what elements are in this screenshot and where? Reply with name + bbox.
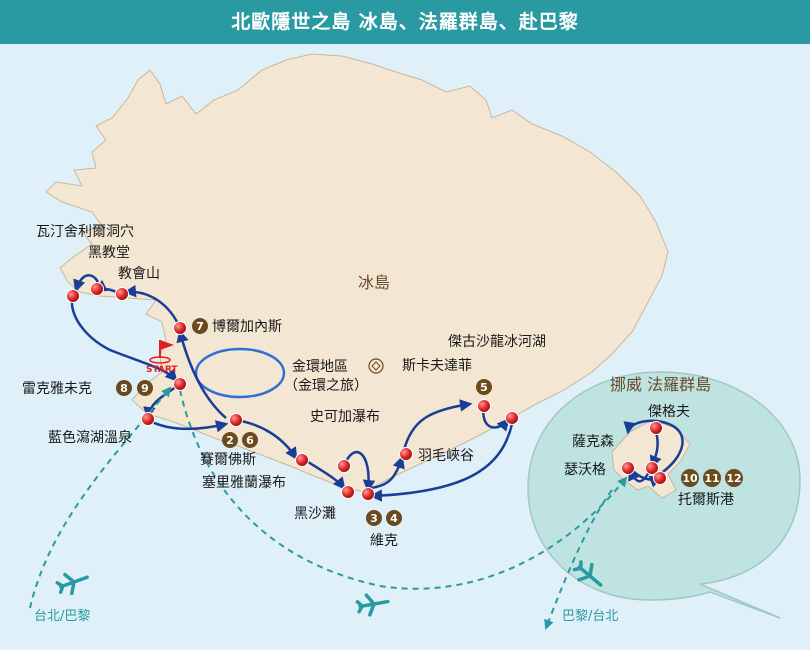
label-jokulsarlon: 傑古沙龍冰河湖 [448,333,546,350]
label-fjadrargljufur: 羽毛峽谷 [418,448,474,464]
day-badge-2 [222,432,238,448]
label-vatnshellir: 瓦汀舍利爾洞穴 [36,224,134,240]
day-badge-7-label: 7 [196,320,204,333]
day-badge-6-label: 6 [246,434,254,447]
golden-circle-icon [368,358,384,374]
marker-torshavn [653,471,667,485]
label-golden-circle-tour: （金環之旅） [284,378,368,394]
label-iceland: 冰島 [358,273,390,292]
label-borgarnes: 博爾加內斯 [212,318,282,335]
day-badge-12 [725,469,743,487]
day-badge-9 [137,380,153,396]
label-saksun: 薩克森 [572,434,614,450]
label-skogafoss: 史可加瀑布 [310,409,380,425]
day-badge-7 [192,318,208,334]
marker-skaftafell [477,399,491,413]
marker-jokulsarlon [505,411,519,425]
flight-paths [29,386,628,630]
day-badge-10 [681,469,699,487]
page-title: 北歐隱世之島 冰島、法羅群島、赴巴黎 [231,11,579,33]
marker-sorvagur [621,461,635,475]
location-markers [66,282,667,501]
label-reykjavik: 雷克雅未克 [22,381,92,397]
label-black-church: 黑教堂 [88,245,130,261]
header-bar: 北歐隱世之島 冰島、法羅群島、赴巴黎 [0,0,810,44]
marker-vik [361,487,375,501]
day-badge-11 [703,469,721,487]
day-badge-12-label: 12 [726,472,741,485]
airplane-icon [55,572,89,596]
label-vik: 維克 [370,533,398,549]
label-torshavn: 托爾斯港 [678,492,734,508]
marker-black-beach [341,485,355,499]
label-seljalandsfoss: 塞里雅蘭瀑布 [202,474,286,491]
day-badge-4-label: 4 [390,512,398,525]
label-gjogv: 傑格夫 [648,404,690,420]
start-flag-icon [149,340,174,364]
label-church-mountain: 教會山 [118,266,160,282]
label-inset-title: 挪威 法羅群島 [610,375,711,394]
marker-selfoss [229,413,243,427]
day-badge-3-label: 3 [370,512,378,525]
label-black-beach: 黑沙灘 [294,506,336,522]
marker-reykjavik [173,377,187,391]
day-badge-6 [242,432,258,448]
label-flight-outbound: 台北/巴黎 [34,609,90,624]
label-flight-return: 巴黎/台北 [562,609,618,624]
marker-fjadrargljufur [399,447,413,461]
airplane-icon [355,593,390,617]
day-badges: 7 8 9 2 6 3 4 5 10 11 12 [116,318,743,526]
marker-skogafoss [337,459,351,473]
start-label: START [146,365,178,375]
day-badge-5 [476,379,492,395]
day-badge-10-label: 10 [682,472,698,485]
label-blue-lagoon: 藍色瀉湖溫泉 [48,429,132,446]
day-badge-4 [386,510,402,526]
marker-church-mountain [115,287,129,301]
day-badge-9-label: 9 [141,382,149,395]
label-golden-circle: 金環地區 [292,359,348,375]
marker-vatnshellir [66,289,80,303]
marker-gjogv [649,421,663,435]
day-badge-2-label: 2 [226,434,234,447]
airplane-icon [572,560,603,587]
label-skaftafell: 斯卡夫達菲 [402,358,472,374]
day-badge-8-label: 8 [120,382,128,395]
marker-seljalandsfoss [295,453,309,467]
golden-circle-loop [194,347,286,399]
day-badge-5-label: 5 [480,381,488,394]
label-sorvagur: 瑟沃格 [564,462,606,478]
day-badge-3 [366,510,382,526]
iceland-landmass [45,53,669,493]
day-badge-8 [116,380,132,396]
marker-blue-lagoon [141,412,155,426]
marker-black-church [90,282,104,296]
marker-borgarnes [173,321,187,335]
label-selfoss: 賽爾佛斯 [200,451,256,468]
marker-saksun [645,461,659,475]
day-badge-11-label: 11 [704,472,719,485]
